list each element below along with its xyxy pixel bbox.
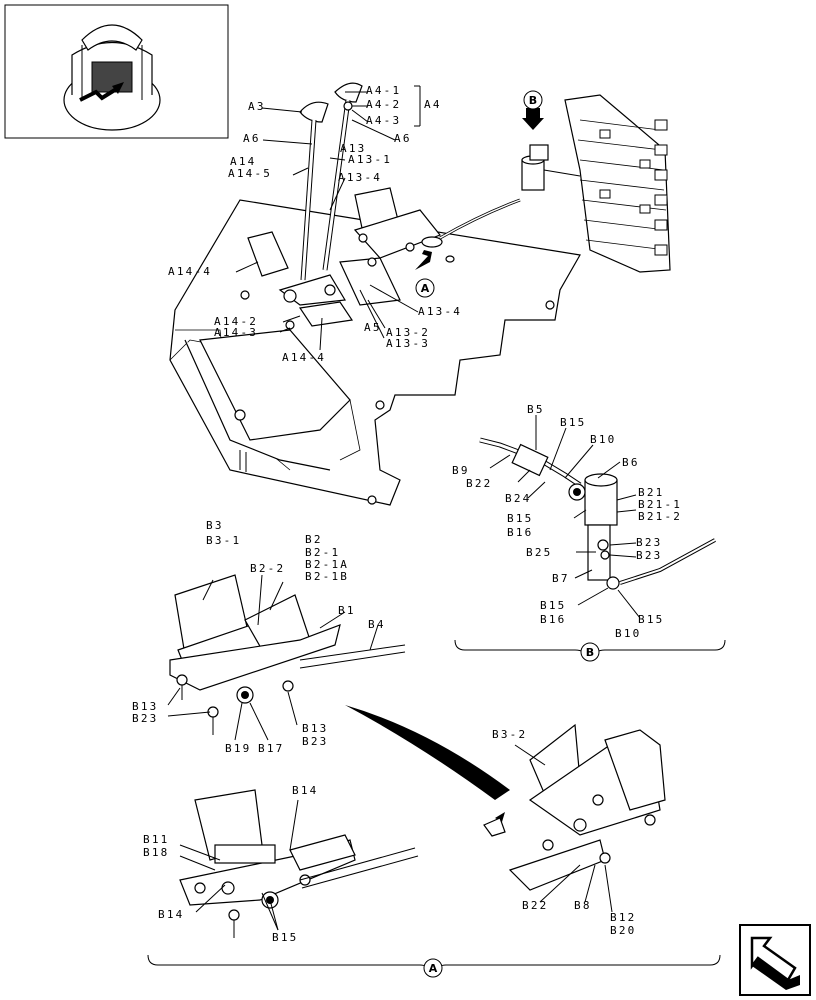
label-b15-top: B15 — [560, 416, 586, 429]
callout-b-detail-label: B — [586, 646, 594, 659]
label-b15-low: B15 — [540, 599, 566, 612]
label-b25: B25 — [526, 546, 552, 559]
label-b5: B5 — [527, 403, 545, 416]
machine-overview-inset — [4, 4, 229, 139]
label-b22: B22 — [466, 477, 492, 490]
label-b12: B12 — [610, 911, 636, 924]
label-a3: A3 — [248, 100, 266, 113]
label-b21-2: B21-2 — [638, 510, 682, 523]
label-b23-a: B23 — [636, 536, 662, 549]
callout-a-main: A — [415, 278, 435, 298]
label-a13-3: A13-3 — [386, 337, 430, 350]
callout-a-detail-label: A — [429, 962, 438, 975]
label-b2-1: B2-1 — [305, 546, 340, 559]
label-b6: B6 — [622, 456, 640, 469]
label-b14-top: B14 — [292, 784, 318, 797]
control-valve-bank — [564, 94, 671, 273]
next-page-arrow-icon[interactable] — [739, 924, 811, 996]
label-b22-bottom: B22 — [522, 899, 548, 912]
callout-b-top: B — [523, 90, 543, 110]
label-b1: B1 — [338, 604, 356, 617]
label-b2-2: B2-2 — [250, 562, 285, 575]
label-b24: B24 — [505, 492, 531, 505]
label-b10-low: B10 — [615, 627, 641, 640]
labels-main-assembly: A3 A4-1 A4-2 A4 A4-3 A6 A6 A14 A14-5 A13… — [168, 84, 462, 364]
callout-b-top-label: B — [529, 94, 537, 107]
label-a14-4-bottom: A14-4 — [282, 351, 326, 364]
label-b18: B18 — [143, 846, 169, 859]
detail-a-pedal-lower-right — [483, 723, 666, 891]
floor-plate — [169, 199, 581, 506]
label-b9: B9 — [452, 464, 470, 477]
label-b15-mid: B15 — [507, 512, 533, 525]
pilot-valve-top — [521, 108, 581, 191]
label-b3-2: B3-2 — [492, 728, 527, 741]
label-a13-4-top: A13-4 — [338, 171, 382, 184]
leader-lines-a-lower-right — [514, 744, 613, 913]
label-b3-1: B3-1 — [206, 534, 241, 547]
label-b10-top: B10 — [590, 433, 616, 446]
label-b20: B20 — [610, 924, 636, 937]
hose-line — [439, 198, 521, 240]
detail-a-pedal-upper — [169, 574, 406, 735]
label-b4: B4 — [368, 618, 386, 631]
label-b17: B17 — [258, 742, 284, 755]
label-b23-right: B23 — [302, 735, 328, 748]
label-a13-1: A13-1 — [348, 153, 392, 166]
label-b14-bottom: B14 — [158, 908, 184, 921]
label-b15-right: B15 — [638, 613, 664, 626]
label-b16-low: B16 — [540, 613, 566, 626]
label-b2-1b: B2-1B — [305, 570, 349, 583]
label-a13-2: A13-2 — [386, 326, 430, 339]
label-a14-5: A14-5 — [228, 167, 272, 180]
leader-lines-main — [235, 91, 419, 351]
label-b7: B7 — [552, 572, 570, 585]
leader-lines-b — [489, 415, 641, 619]
transition-arrow — [345, 705, 510, 800]
label-b13-left: B13 — [132, 700, 158, 713]
bracket-a-bottom: A — [147, 954, 721, 978]
label-a6-left: A6 — [243, 132, 261, 145]
label-a5: A5 — [364, 321, 382, 334]
leader-lines-a-upper — [167, 574, 379, 741]
label-b15-bottom: B15 — [272, 931, 298, 944]
label-b23-left: B23 — [132, 712, 158, 725]
labels-detail-a: B3 B3-1 B2 B2-1 B2-2 B2-1A B2-1B B1 B4 B… — [132, 519, 636, 944]
label-b16-mid: B16 — [507, 526, 533, 539]
label-b8: B8 — [574, 899, 592, 912]
label-a4-2: A4-2 — [366, 98, 401, 111]
label-b19: B19 — [225, 742, 251, 755]
label-b3: B3 — [206, 519, 224, 532]
labels-detail-b: B5 B15 B10 B9 B22 B6 B24 B21 B21-1 B21-2… — [452, 403, 682, 640]
label-a4-1: A4-1 — [366, 84, 401, 97]
label-a4-3: A4-3 — [366, 114, 401, 127]
label-b2: B2 — [305, 533, 323, 546]
label-b21: B21 — [638, 486, 664, 499]
label-b23-b: B23 — [636, 549, 662, 562]
control-levers — [278, 82, 363, 306]
label-a14-3: A14-3 — [214, 326, 258, 339]
label-b11: B11 — [143, 833, 169, 846]
label-a13: A13 — [340, 142, 366, 155]
label-b2-1a: B2-1A — [305, 558, 349, 571]
detail-b-assembly: B — [454, 437, 726, 662]
callout-a-main-label: A — [421, 282, 430, 295]
label-a14: A14 — [230, 155, 256, 168]
label-b21-1: B21-1 — [638, 498, 682, 511]
label-b13-right: B13 — [302, 722, 328, 735]
label-a4: A4 — [424, 98, 442, 111]
label-a13-4-right: A13-4 — [418, 305, 462, 318]
label-a14-4-left: A14-4 — [168, 265, 212, 278]
detail-a-pedal-lower-left — [179, 789, 419, 938]
label-a6-right: A6 — [394, 132, 412, 145]
label-a14-2: A14-2 — [214, 315, 258, 328]
leader-lines-a-lower-left — [179, 799, 299, 931]
